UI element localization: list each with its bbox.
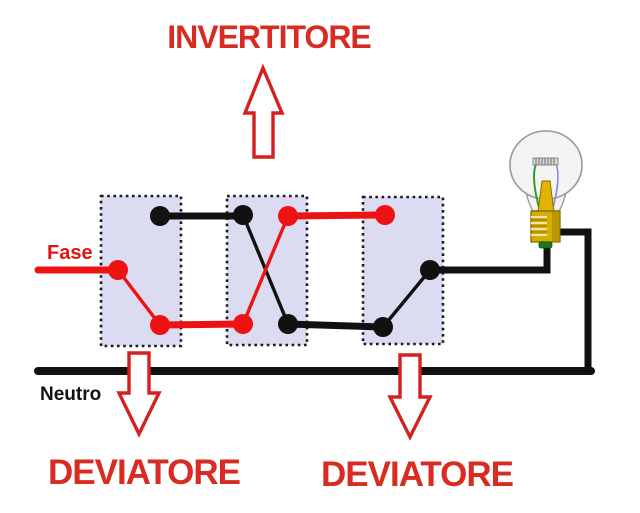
invertitore-title: INVERTITORE — [167, 19, 372, 55]
fase-label: Fase — [47, 242, 93, 264]
wire-lamp-feed — [430, 245, 551, 274]
wire-bottom-black — [284, 320, 387, 331]
wire-lamp-return — [556, 228, 592, 371]
terminal-inv-bottom-left — [233, 314, 253, 334]
invertitore-blade-red — [241, 215, 290, 325]
deviatore-right-label: DEVIATORE — [321, 455, 514, 494]
terminal-left-common — [108, 260, 128, 280]
terminal-right-top — [375, 205, 395, 225]
bulb-base-threads — [531, 216, 547, 236]
bulb-support-hatch — [535, 158, 555, 165]
terminal-left-bottom — [150, 315, 170, 335]
neutro-label: Neutro — [40, 384, 102, 405]
terminal-right-common — [420, 260, 440, 280]
switch-blade-right — [381, 268, 432, 329]
down-arrow-right-icon — [387, 353, 433, 441]
bulb-base-thread-shadows — [531, 219, 547, 233]
bulb-base-shade — [552, 211, 560, 242]
bulb-contact — [538, 241, 553, 249]
switch-blade-left — [116, 268, 162, 327]
wire-bottom-red — [156, 320, 247, 329]
light-bulb-icon — [509, 130, 583, 249]
down-arrow-left-icon — [116, 351, 162, 438]
bulb-filament-support — [532, 157, 559, 166]
up-arrow-icon — [242, 63, 285, 159]
terminal-right-bottom — [373, 317, 393, 337]
terminal-inv-top-right — [278, 206, 298, 226]
terminal-inv-bottom-right — [278, 314, 298, 334]
terminal-left-top — [150, 206, 170, 226]
wire-top-red — [284, 211, 389, 220]
terminal-inv-top-left — [233, 205, 253, 225]
deviatore-left-label: DEVIATORE — [48, 453, 241, 492]
